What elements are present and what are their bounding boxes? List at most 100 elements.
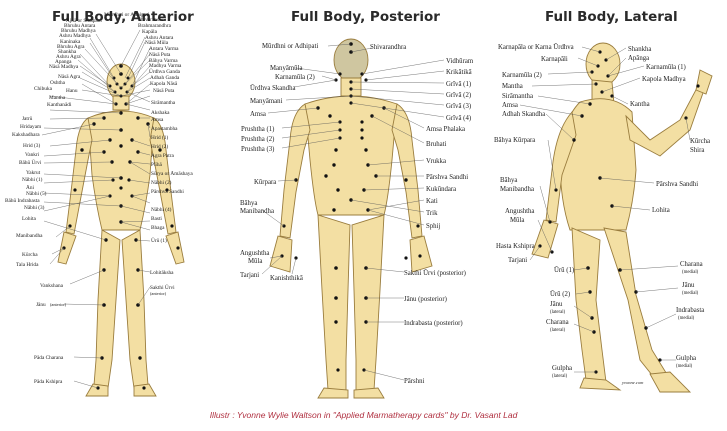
lbl-lat-kapola-madhya: Kapola Madhya	[642, 76, 686, 83]
lbl-post-amsa-phalaka: Amsa Phalaka	[426, 126, 465, 133]
lbl-lat-manibandha: Manibandha	[500, 186, 534, 193]
lbl-lat-mantha: Mantha	[502, 83, 523, 90]
lbl-lat-janu-lateral-note: (lateral)	[550, 310, 566, 315]
lbl-post-janu: Jānu (posterior)	[404, 296, 447, 303]
lbl-ant-bhaga: Bhaga	[151, 225, 165, 231]
posterior-labels	[261, 43, 445, 381]
lbl-ant-lohita: Lohita	[22, 216, 36, 222]
lbl-lat-signature: yvonne.com	[621, 380, 644, 385]
lbl-ant-pada-charana: Pāda Charana	[34, 355, 64, 361]
lbl-post-manibandha: Manibandha	[240, 208, 274, 215]
lbl-lat-hasta-kshipra: Hasta Kshipra	[496, 243, 535, 250]
lbl-post-trik: Trik	[426, 210, 438, 217]
lbl-ant-kanthanadi: Kanthanādi	[47, 102, 72, 108]
lbl-lat-karnapala: Karnapāla or Karna Ūrdhva	[498, 44, 574, 51]
lbl-post-amsa: Amsa	[250, 111, 266, 118]
lbl-ant-apanga: Apanga	[55, 59, 72, 65]
lbl-post-karnamula-2: Karnamūla (2)	[275, 74, 315, 81]
lateral-figure	[531, 42, 713, 393]
lbl-ant-nasa-madhya: Nāsā Madhya	[49, 64, 79, 70]
lbl-lat-kurcha: Kūrcha	[690, 138, 710, 145]
lbl-post-kati: Kati	[426, 198, 438, 205]
lbl-post-griva-2: Grīvā (2)	[446, 92, 471, 99]
lbl-ant-vankri: Vankri	[25, 152, 40, 158]
lbl-post-angushtha: Angushtha	[240, 250, 269, 257]
lbl-lat-indrabasta: Indrabasta	[676, 307, 704, 314]
posterior-marma-points	[280, 42, 422, 372]
lbl-post-griva-4: Grīvā (4)	[446, 115, 471, 122]
lbl-ant-ashru-antara: Ashru Antara	[145, 35, 174, 41]
lbl-ant-apastambha: Apastambha	[151, 126, 178, 132]
lbl-ant-vankshana: Vankshana	[40, 283, 64, 289]
lbl-lat-janu-medial: (medial)	[682, 291, 699, 296]
lbl-ant-ashru-madhya: Ashru Madhya	[59, 33, 91, 39]
lbl-ant-parshva-sandhi: Pārshva Sandhi	[151, 189, 184, 195]
lbl-ant-akshaka: Akshaka	[151, 110, 170, 116]
lbl-lat-lohita: Lohita	[652, 207, 670, 214]
lbl-lat-siramantha: Sirāmantha	[502, 93, 533, 100]
lbl-ant-bahya-varma: Bāhya Varma	[149, 58, 178, 64]
lbl-ant-mantha: Mantha	[49, 95, 66, 101]
lbl-lat-charana-lateral: Charana	[546, 319, 569, 326]
lbl-ant-brahmarandhra: Brahmarandhra	[138, 23, 172, 29]
lbl-ant-pada-kshipra: Pāda Kshipra	[34, 379, 63, 385]
lbl-lat-gulpha-medial: (medial)	[676, 364, 693, 369]
lbl-lat-adhah-skandha: Adhah Skandha	[502, 111, 545, 118]
posterior-label-text: Mūrdhni or Adhipati Shivarandhra Vidhūra…	[240, 43, 474, 385]
lbl-post-vidhuram: Vidhūram	[446, 58, 474, 65]
lbl-ant-bhruhu-madhya: Bhruhu Madhya	[61, 28, 96, 34]
lbl-ant-ashru-agra: Ashru Agra	[56, 54, 81, 60]
lbl-post-vrukka: Vrukka	[426, 158, 446, 165]
lbl-ant-surya: Sūrya or Āmāshaya	[151, 170, 193, 177]
lbl-lat-gulpha: Gulpha	[676, 355, 696, 362]
lbl-ant-ani: Āni	[26, 184, 34, 191]
lbl-ant-bahu-indrabasta: Bāhū Indrabasta	[5, 198, 40, 204]
title-lateral: Full Body, Lateral	[545, 9, 678, 25]
illustration-credit: Illustr : Yvonne Wylie Waltson in "Appli…	[209, 410, 518, 420]
lbl-lat-gulpha-lateral-note: (lateral)	[552, 374, 568, 379]
title-posterior: Full Body, Posterior	[291, 9, 440, 25]
lbl-ant-antara-varma: Antara Varma	[149, 46, 179, 52]
lbl-post-griva-1: Grīvā (1)	[446, 81, 471, 88]
lbl-post-griva-3: Grīvā (3)	[446, 103, 471, 110]
lbl-ant-nasa-agra: Nāsā Agra	[58, 74, 81, 80]
lbl-post-krikatika: Krikātikā	[446, 69, 472, 76]
lbl-ant-hrid-3: Hrid (3)	[23, 142, 40, 149]
lbl-ant-pliha: Plīhā	[151, 162, 163, 168]
lbl-ant-bhruhu-antara: Bhruhu Antara	[64, 23, 96, 29]
lbl-lat-uru-1: Ūrū (1)	[554, 267, 574, 274]
lbl-post-mula: Mūla	[248, 258, 262, 265]
lbl-lat-uru-2: Ūrū (2)	[550, 291, 570, 298]
lbl-ant-nabhi-5: Nābhi (5)	[26, 190, 47, 197]
lbl-ant-murdhni: Mūrdhni or Adhipati	[104, 12, 150, 18]
lbl-post-sakthi-urvi: Sakthi Ūrvi (posterior)	[404, 270, 466, 277]
posterior-figure	[269, 38, 433, 399]
lbl-post-prushtha-2: Prushtha (2)	[241, 136, 274, 143]
lbl-post-urdhva-skandha: Ūrdhva Skandha	[250, 85, 296, 92]
lbl-lat-bahya: Bāhya	[500, 177, 517, 184]
title-anterior: Full Body, Anterior	[52, 9, 194, 25]
lbl-ant-kurcha: Kūrcha	[22, 252, 38, 258]
lbl-lat-janu: Jānu	[682, 282, 695, 289]
lbl-lat-charana-medial: (medial)	[682, 270, 699, 275]
lbl-post-prushtha-1: Prushtha (1)	[241, 126, 274, 133]
lbl-ant-bahu-urvi: Bāhū Ūrvi	[19, 159, 42, 166]
lbl-post-parshni: Pārshni	[404, 378, 425, 385]
lbl-ant-nasa-puta: Nāsā Puta	[149, 52, 171, 58]
lbl-ant-sakthi-note: (anterior)	[150, 291, 167, 296]
lbl-post-manyamula: Manyāmūla	[270, 65, 302, 72]
lbl-post-manyamani: Manyāmani	[250, 98, 283, 105]
lbl-lat-shira: Shira	[690, 147, 704, 154]
lbl-ant-madhya-varma: Madhya Varma	[149, 63, 182, 69]
lbl-lat-bahya-kurpara: Bāhya Kūrpara	[494, 137, 535, 144]
lbl-lat-karnamula-1: Karnamūla (1)	[646, 64, 686, 71]
lbl-ant-manibandha: Manibandha	[16, 233, 43, 239]
lbl-post-sphij: Sphij	[426, 223, 440, 230]
lbl-ant-tala-hrida: Tala Hrida	[16, 262, 39, 268]
lbl-lat-karnamula-2: Karnamūla (2)	[502, 72, 542, 79]
lbl-ant-janu-note: (anterior)	[50, 302, 67, 307]
lbl-ant-nabhi-4: Nābhi (4)	[151, 206, 172, 213]
lbl-post-indrabasta: Indrabasta (posterior)	[404, 320, 463, 327]
lbl-ant-hrid-2: Hrid (2)	[151, 143, 168, 150]
lbl-post-shivarandhra: Shivarandhra	[370, 44, 406, 51]
